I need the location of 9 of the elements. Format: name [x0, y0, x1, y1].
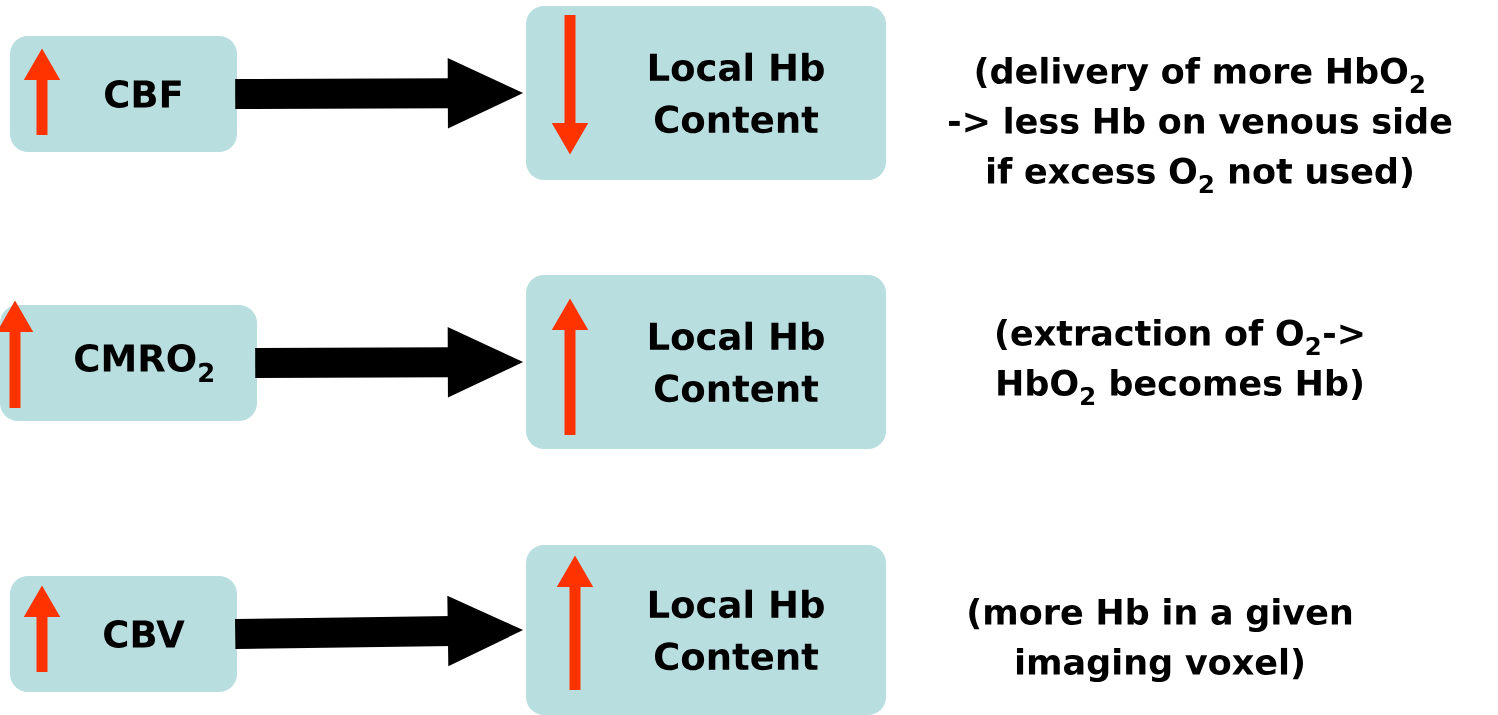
note-text: (extraction of O$_{2}$-> HbO$_{2}$ becomes Hb)	[996, 318, 1363, 406]
note-text: (delivery of more HbO$_{2}$ -> less Hb on venous side if excess O$_{2}$ not used)	[949, 56, 1452, 194]
process-box: Local Hb Content	[526, 545, 886, 715]
process-box: CBV	[10, 576, 237, 692]
process-box: Local Hb Content	[526, 275, 886, 449]
process-box: CBF	[10, 36, 237, 152]
process-box: CMRO$_{2}$	[0, 305, 257, 421]
process-box: Local Hb Content	[526, 6, 886, 180]
note-text: (more Hb in a given imaging voxel)	[969, 597, 1352, 683]
